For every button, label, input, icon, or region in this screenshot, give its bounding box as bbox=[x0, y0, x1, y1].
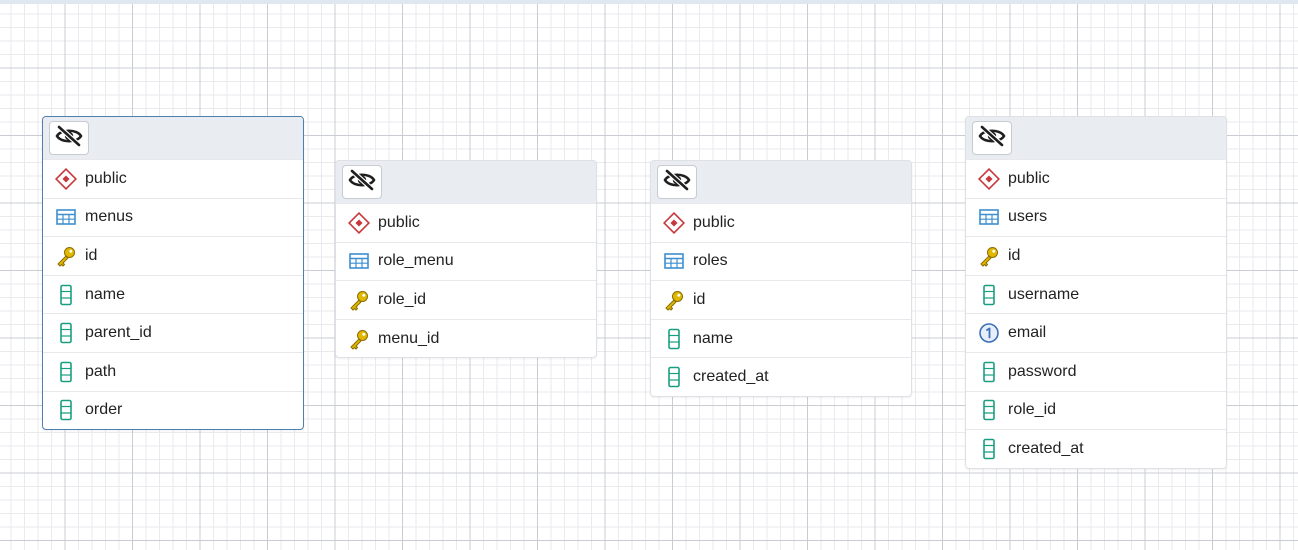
key-icon bbox=[663, 289, 685, 311]
row-label: username bbox=[1008, 285, 1080, 303]
column-icon bbox=[978, 438, 1000, 460]
node-header[interactable] bbox=[43, 117, 303, 159]
schema-row[interactable]: public bbox=[651, 203, 911, 242]
column-row[interactable]: role_id bbox=[336, 280, 596, 319]
eye-slash-icon bbox=[55, 124, 83, 152]
table-node-users[interactable]: public users id username email password role_i… bbox=[965, 116, 1227, 469]
schema-icon bbox=[55, 167, 77, 190]
toggle-details-button[interactable] bbox=[49, 121, 89, 155]
column-row[interactable]: id bbox=[43, 236, 303, 275]
row-label: public bbox=[378, 213, 420, 231]
top-border bbox=[0, 0, 1298, 4]
node-header[interactable] bbox=[651, 161, 911, 203]
column-icon bbox=[663, 328, 685, 350]
column-row[interactable]: id bbox=[966, 236, 1226, 275]
column-icon bbox=[55, 399, 77, 421]
table-name-row[interactable]: menus bbox=[43, 197, 303, 237]
table-name-row[interactable]: roles bbox=[651, 241, 911, 281]
column-row[interactable]: name bbox=[43, 274, 303, 314]
column-row[interactable]: name bbox=[651, 318, 911, 358]
row-label: public bbox=[693, 213, 735, 231]
row-label: id bbox=[693, 290, 706, 308]
column-row[interactable]: created_at bbox=[651, 357, 911, 396]
row-label: roles bbox=[693, 252, 728, 270]
schema-row[interactable]: public bbox=[966, 159, 1226, 198]
table-node-roles[interactable]: public roles id name created_at bbox=[650, 160, 912, 397]
column-icon bbox=[978, 399, 1000, 421]
column-row[interactable]: id bbox=[651, 280, 911, 319]
table-icon bbox=[663, 250, 685, 272]
row-label: menu_id bbox=[378, 329, 440, 347]
node-header[interactable] bbox=[336, 161, 596, 203]
row-label: public bbox=[85, 169, 127, 187]
eye-slash-icon bbox=[663, 168, 691, 196]
eye-slash-icon bbox=[978, 124, 1006, 152]
column-row[interactable]: role_id bbox=[966, 390, 1226, 430]
row-label: role_id bbox=[1008, 401, 1057, 419]
column-row[interactable]: menu_id bbox=[336, 318, 596, 358]
column-row[interactable]: created_at bbox=[966, 429, 1226, 468]
row-label: users bbox=[1008, 208, 1048, 226]
unique-icon bbox=[978, 322, 1000, 344]
column-icon bbox=[663, 366, 685, 388]
row-label: public bbox=[1008, 169, 1050, 187]
table-node-role_menu[interactable]: public role_menu role_id menu_id bbox=[335, 160, 597, 359]
row-label: created_at bbox=[1008, 439, 1084, 457]
row-label: created_at bbox=[693, 368, 769, 386]
toggle-details-button[interactable] bbox=[972, 121, 1012, 155]
column-icon bbox=[978, 361, 1000, 383]
schema-row[interactable]: public bbox=[336, 203, 596, 242]
column-row[interactable]: parent_id bbox=[43, 313, 303, 352]
column-row[interactable]: username bbox=[966, 274, 1226, 314]
column-icon bbox=[55, 361, 77, 383]
column-row[interactable]: path bbox=[43, 351, 303, 391]
column-icon bbox=[978, 284, 1000, 306]
row-label: password bbox=[1008, 362, 1077, 380]
row-label: name bbox=[693, 329, 734, 347]
row-label: name bbox=[85, 285, 126, 303]
table-name-row[interactable]: users bbox=[966, 197, 1226, 237]
key-icon bbox=[348, 289, 370, 311]
key-icon bbox=[348, 328, 370, 350]
key-icon bbox=[55, 245, 77, 267]
row-label: email bbox=[1008, 324, 1047, 342]
row-label: parent_id bbox=[85, 324, 152, 342]
column-icon bbox=[55, 322, 77, 344]
column-row[interactable]: email bbox=[966, 313, 1226, 352]
key-icon bbox=[978, 245, 1000, 267]
row-label: order bbox=[85, 401, 123, 419]
row-label: id bbox=[1008, 246, 1021, 264]
node-header[interactable] bbox=[966, 117, 1226, 159]
column-row[interactable]: password bbox=[966, 351, 1226, 391]
toggle-details-button[interactable] bbox=[657, 165, 697, 199]
table-icon bbox=[55, 206, 77, 228]
row-label: path bbox=[85, 362, 117, 380]
row-label: menus bbox=[85, 208, 134, 226]
schema-icon bbox=[663, 211, 685, 234]
column-row[interactable]: order bbox=[43, 390, 303, 430]
row-label: id bbox=[85, 246, 98, 264]
schema-icon bbox=[348, 211, 370, 234]
toggle-details-button[interactable] bbox=[342, 165, 382, 199]
eye-slash-icon bbox=[348, 168, 376, 196]
row-label: role_id bbox=[378, 290, 427, 308]
schema-icon bbox=[978, 167, 1000, 190]
table-icon bbox=[348, 250, 370, 272]
row-label: role_menu bbox=[378, 252, 454, 270]
table-name-row[interactable]: role_menu bbox=[336, 241, 596, 281]
column-icon bbox=[55, 284, 77, 306]
table-icon bbox=[978, 206, 1000, 228]
schema-row[interactable]: public bbox=[43, 159, 303, 198]
